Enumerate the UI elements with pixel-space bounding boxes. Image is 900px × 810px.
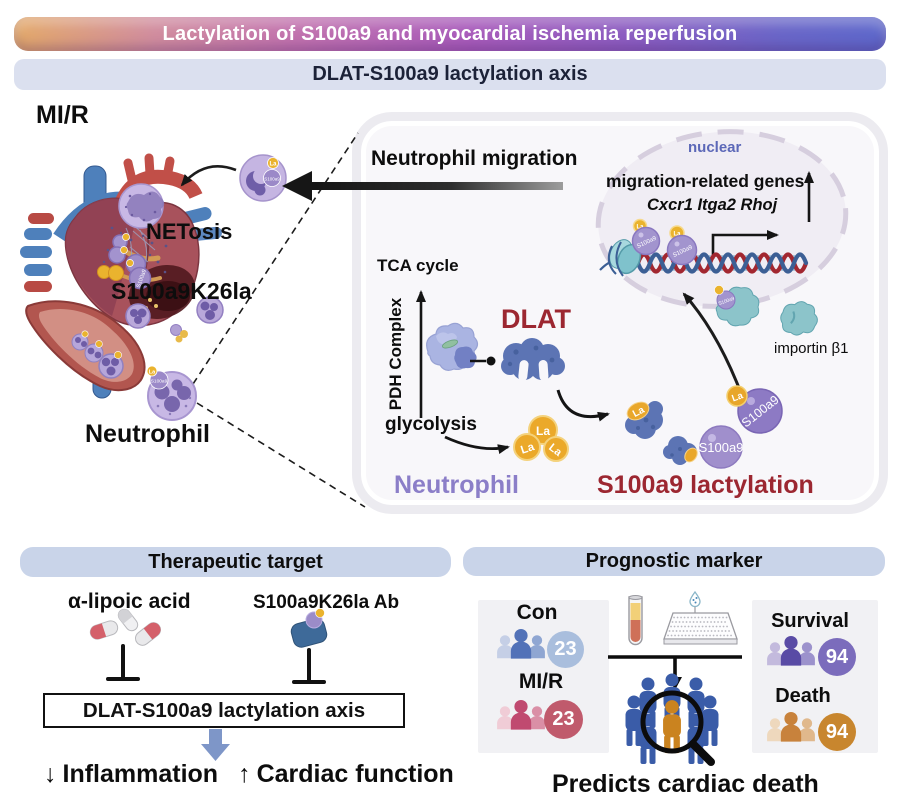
assay-flow xyxy=(608,655,742,690)
s100a9k26la-label: S100a9K26la xyxy=(111,278,252,304)
importin-label: importin β1 xyxy=(774,340,849,357)
therapeutic-header-pill: Therapeutic target xyxy=(20,547,451,577)
subtitle-banner: DLAT-S100a9 lactylation axis xyxy=(14,59,886,90)
neutrophil-label-left: Neutrophil xyxy=(85,420,210,448)
alpha-lipoic-label: α-lipoic acid xyxy=(68,590,191,613)
adherent-neutrophil xyxy=(125,303,151,329)
migration-curved-arrow xyxy=(180,165,237,187)
netosis-label: NETosis xyxy=(146,219,233,244)
axis-box-text: DLAT-S100a9 lactylation axis xyxy=(82,698,366,722)
magnifier-icon xyxy=(640,690,715,766)
axis-box: DLAT-S100a9 lactylation axis xyxy=(43,693,405,728)
dlat-label: DLAT xyxy=(501,304,571,334)
mir-count-badge: 23 xyxy=(544,700,583,739)
mir-group-label: MI/R xyxy=(518,670,564,693)
subtitle-text: DLAT-S100a9 lactylation axis xyxy=(312,63,588,85)
genes-list-label: Cxcr1 Itga2 Rhoj xyxy=(647,196,778,214)
pdh-complex-label: PDH Complex xyxy=(386,297,405,411)
title-text: Lactylation of S100a9 and myocardial isc… xyxy=(162,22,738,45)
lactylation-label: S100a9 lactylation xyxy=(597,471,814,499)
nuclear-label: nuclear xyxy=(688,139,742,156)
assay-plate-icon xyxy=(663,590,738,645)
blood-vessel xyxy=(25,300,146,392)
prognostic-header-text: Prognostic marker xyxy=(585,550,763,572)
blood-tube-icon xyxy=(628,595,643,646)
migration-label: Neutrophil migration xyxy=(371,147,578,170)
predicts-caption: Predicts cardiac death xyxy=(552,770,819,798)
cardiac-function-label: Cardiac function xyxy=(256,760,454,788)
zoom-dashed-lines xyxy=(192,132,366,508)
neutrophil-label-panel: Neutrophil xyxy=(394,471,519,499)
mir-label: MI/R xyxy=(36,101,89,129)
genes-label: migration-related genes xyxy=(606,171,805,191)
inhibition-bars xyxy=(106,644,326,684)
antibody-icon xyxy=(290,608,328,648)
death-label: Death xyxy=(775,685,831,707)
con-count-badge: 23 xyxy=(547,631,584,668)
highlighted-patient-icon xyxy=(663,700,681,754)
survival-label: Survival xyxy=(771,610,849,632)
glycolysis-label: glycolysis xyxy=(385,414,477,435)
inflammation-label: Inflammation xyxy=(62,760,219,788)
prognostic-header-pill: Prognostic marker xyxy=(463,547,885,576)
antibody-label: S100a9K26la Ab xyxy=(253,592,400,613)
svg-text:S100a9: S100a9 xyxy=(264,177,280,182)
down-arrow-glyph: ↓ xyxy=(44,760,57,788)
title-banner: Lactylation of S100a9 and myocardial isc… xyxy=(14,17,886,51)
svg-text:La: La xyxy=(149,370,156,376)
therapy-down-arrow xyxy=(201,729,230,761)
svg-text:La: La xyxy=(269,162,277,168)
therapeutic-header-text: Therapeutic target xyxy=(148,550,323,573)
survival-count-badge: 94 xyxy=(818,638,856,676)
migrating-neutrophil: S100a9 La xyxy=(239,154,287,202)
outcome-row: ↓ Inflammation ↑ Cardiac function xyxy=(44,760,454,789)
tca-cycle-label: TCA cycle xyxy=(377,256,459,275)
death-count-badge: 94 xyxy=(818,713,856,751)
neutrophil-cell: S100a9 La xyxy=(146,365,197,421)
svg-text:S100a9: S100a9 xyxy=(151,379,168,385)
crowd-icon xyxy=(625,673,719,766)
con-label: Con xyxy=(516,601,558,624)
up-arrow-glyph: ↑ xyxy=(238,760,251,788)
